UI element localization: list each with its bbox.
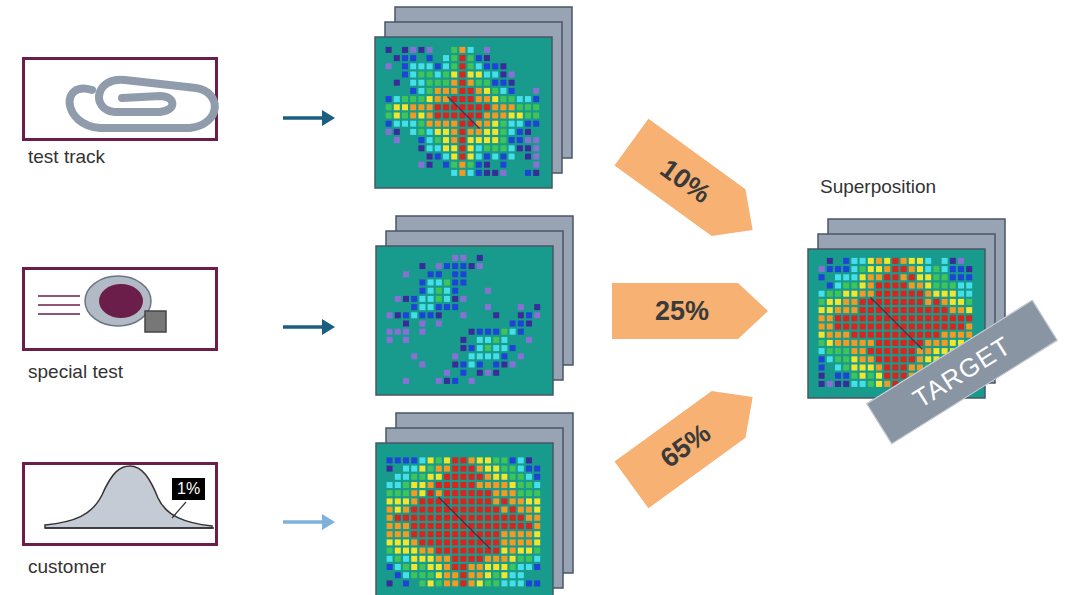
- weight-value: 10%: [655, 153, 730, 219]
- distribution-icon: [45, 466, 214, 528]
- heatmap-stack: [376, 216, 573, 395]
- scenario-box: special test: [22, 267, 218, 382]
- scenario-label: special test: [28, 361, 123, 383]
- heading-text: Superposition: [820, 176, 936, 198]
- heatmap-stack: [376, 413, 573, 595]
- crash-icon: [38, 276, 166, 332]
- scenario-frame: [24, 59, 217, 140]
- percentile-label: 1%: [177, 479, 200, 499]
- weight-arrow: 10%: [614, 118, 769, 253]
- superposition-heading: Superposition: [820, 176, 936, 198]
- track-icon: [70, 80, 215, 128]
- weight-arrow: 65%: [614, 373, 769, 508]
- flow-arrow: [283, 319, 335, 335]
- scenario-frame: [24, 464, 217, 545]
- weight-value: 65%: [655, 408, 730, 474]
- percentile-tag: 1%: [172, 478, 205, 500]
- scenario-label: test track: [28, 146, 105, 168]
- heatmap-stack: [375, 7, 572, 188]
- weight-arrow: 25%: [612, 283, 768, 339]
- flow-arrow: [283, 514, 335, 530]
- scenario-label: customer: [28, 556, 106, 578]
- scenario-box: customer 1%: [22, 462, 218, 577]
- scenario-frame: [24, 269, 217, 350]
- weight-value: 25%: [655, 296, 725, 327]
- scenario-box: test track: [22, 57, 218, 172]
- flow-arrow: [283, 110, 335, 126]
